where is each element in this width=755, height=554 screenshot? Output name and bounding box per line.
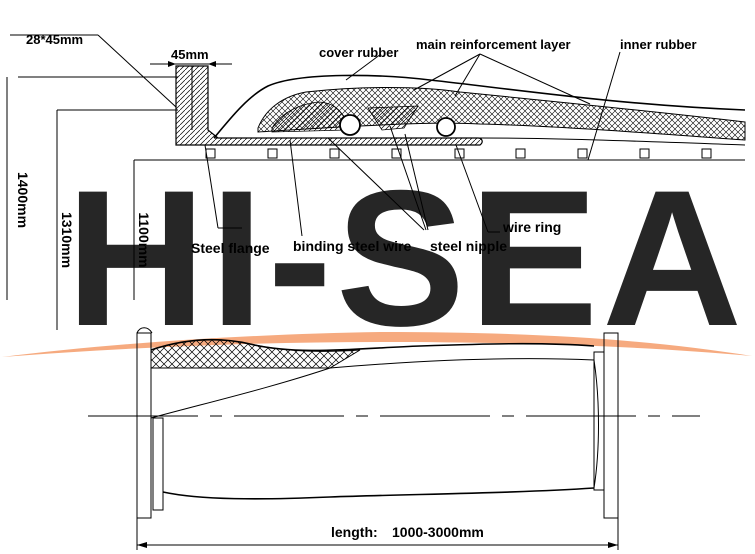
label-binding-wire: binding steel wire xyxy=(293,238,411,254)
reinforcement-band xyxy=(257,87,746,141)
steel-flange xyxy=(175,65,483,146)
label-inner-rubber: inner rubber xyxy=(620,37,697,52)
label-dim-1400: 1400mm xyxy=(15,172,31,228)
label-dim-1310: 1310mm xyxy=(59,212,75,268)
label-dim-1100: 1100mm xyxy=(136,212,152,267)
cover-rubber-outline xyxy=(213,74,746,139)
label-steel-flange: Steel flange xyxy=(191,240,270,256)
wire-ring-1 xyxy=(339,114,361,136)
hose-elevation xyxy=(88,327,700,550)
watermark: HI-SEA xyxy=(66,151,746,367)
label-chamfer: 28*45mm xyxy=(26,32,83,47)
watermark-swoosh xyxy=(2,332,752,357)
label-flange-width: 45mm xyxy=(171,47,209,62)
section-detail xyxy=(10,34,746,237)
label-cover-rubber: cover rubber xyxy=(319,45,398,60)
wire-ring-2 xyxy=(436,117,456,137)
label-steel-nipple: steel nipple xyxy=(430,238,507,254)
label-wire-ring: wire ring xyxy=(502,219,561,235)
label-length-value: 1000-3000mm xyxy=(392,524,484,540)
label-length: length: xyxy=(331,524,378,540)
vertical-dimensions xyxy=(6,77,178,330)
label-main-reinforcement: main reinforcement layer xyxy=(416,37,571,52)
